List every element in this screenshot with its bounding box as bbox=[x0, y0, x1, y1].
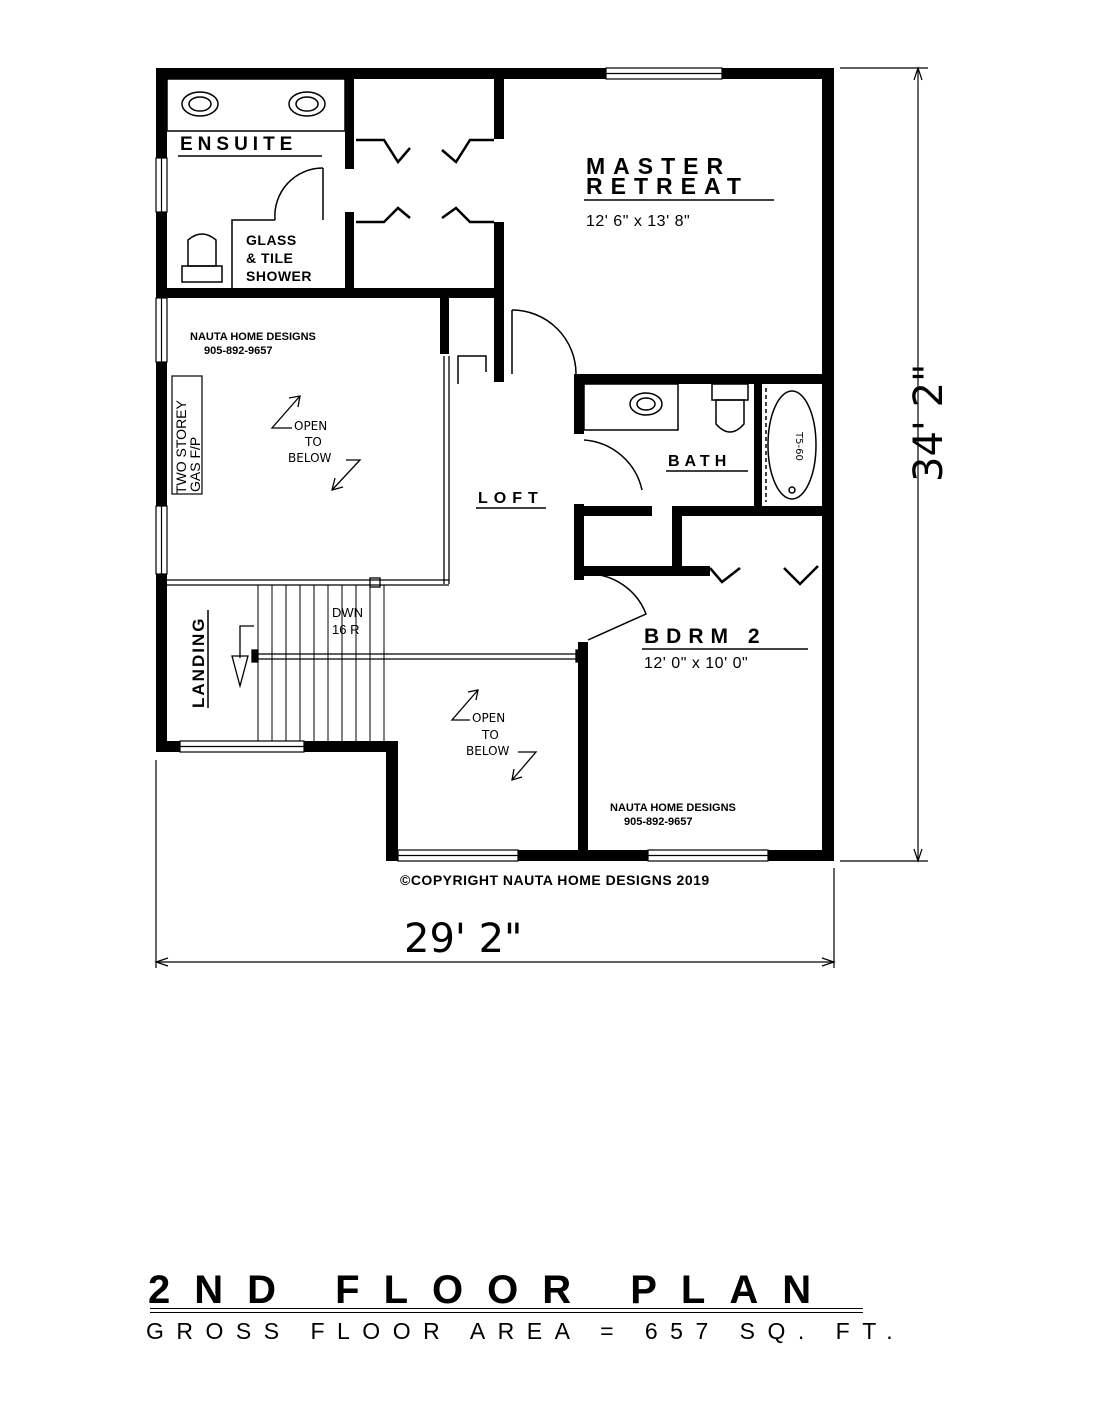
gross-floor-area: GROSS FLOOR AREA = 657 SQ. FT. bbox=[146, 1318, 906, 1344]
bathtub-icon bbox=[765, 388, 817, 502]
door-swings bbox=[274, 167, 647, 641]
open-below-note-2-below: BELOW bbox=[466, 744, 510, 758]
toilet-icon bbox=[711, 383, 749, 433]
fixtures bbox=[166, 78, 817, 502]
toilet-icon bbox=[181, 233, 223, 283]
copyright-note: ©COPYRIGHT NAUTA HOME DESIGNS 2019 bbox=[400, 872, 710, 888]
shower-label-line2: & TILE bbox=[246, 250, 293, 266]
bath-label: BATH bbox=[668, 453, 731, 470]
company-note: NAUTA HOME DESIGNS bbox=[190, 331, 316, 343]
phone-note-2: 905-892-9657 bbox=[624, 816, 693, 828]
depth-dimension: 34' 2" bbox=[906, 364, 952, 482]
fireplace bbox=[171, 375, 203, 495]
bdrm2-label: BDRM 2 bbox=[644, 625, 767, 648]
loft-label: LOFT bbox=[478, 490, 544, 507]
fireplace-label: TWO STOREY bbox=[173, 399, 189, 494]
title-rule bbox=[150, 1308, 863, 1309]
open-below-arrows bbox=[270, 395, 538, 781]
sink-icon bbox=[288, 91, 326, 117]
shower-label-line3: SHOWER bbox=[246, 268, 312, 284]
page-title: 2ND FLOOR PLAN bbox=[148, 1268, 836, 1312]
sink-icon bbox=[629, 392, 663, 416]
title-rule-2 bbox=[150, 1312, 863, 1313]
phone-note: 905-892-9657 bbox=[204, 345, 273, 357]
open-below-note: OPEN bbox=[294, 419, 327, 433]
stairs[interactable] bbox=[231, 585, 385, 741]
width-dimension: 29' 2" bbox=[404, 916, 522, 962]
sink-icon bbox=[181, 91, 219, 117]
stair-dwn-label: DWN bbox=[332, 605, 363, 620]
master-label: MASTER bbox=[586, 153, 731, 179]
company-note-2: NAUTA HOME DESIGNS bbox=[610, 802, 736, 814]
dimension-lines bbox=[154, 66, 928, 968]
arrow-down-icon bbox=[231, 655, 249, 689]
fireplace-label-line2: GAS F/P bbox=[187, 437, 203, 492]
master-size: 12' 6" x 13' 8" bbox=[586, 213, 690, 230]
railings bbox=[167, 356, 583, 663]
stair-risers-label: 16 R bbox=[332, 622, 359, 637]
ensuite-label: ENSUITE bbox=[180, 134, 297, 155]
open-below-note-2: OPEN bbox=[472, 711, 505, 725]
floor-plan-drawing: ENSUITE MASTER RETREAT 12' 6" x 13' 8" G… bbox=[154, 66, 952, 968]
tub-label: T5-60 bbox=[793, 431, 804, 461]
open-below-note-below: BELOW bbox=[288, 451, 332, 465]
bdrm2-size: 12' 0" x 10' 0" bbox=[644, 655, 748, 672]
exterior-walls bbox=[156, 68, 834, 861]
open-below-note-2-to: TO bbox=[481, 728, 499, 742]
interior-walls bbox=[156, 79, 834, 861]
open-below-note-to: TO bbox=[304, 435, 322, 449]
master-label-line2: RETREAT bbox=[586, 173, 749, 199]
landing-label: LANDING bbox=[189, 617, 208, 708]
shower-label: GLASS bbox=[246, 232, 297, 248]
closet-doors bbox=[356, 138, 819, 586]
